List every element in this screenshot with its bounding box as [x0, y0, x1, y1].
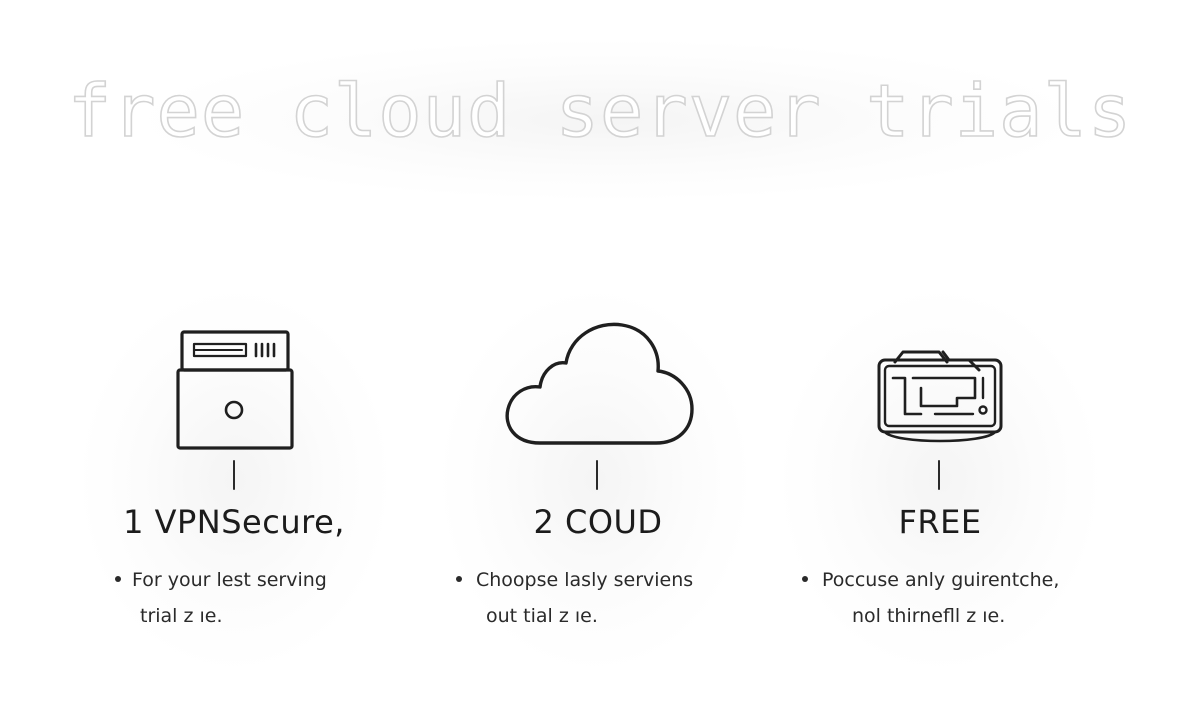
- column-3-heading: FREE: [898, 503, 982, 541]
- column-1-icon-area: [64, 300, 404, 450]
- feature-column-1: 1 VPNSecure, For your lest serving trial…: [64, 300, 404, 660]
- column-1-line-1: For your lest serving: [132, 569, 327, 591]
- column-2-icon-area: [428, 300, 768, 450]
- title-glow: [140, 40, 1080, 200]
- column-3-connector: [938, 460, 940, 490]
- column-3-icon-area: [770, 300, 1110, 450]
- server-icon: [176, 330, 294, 450]
- column-2-line-2: out tial z ıe.: [486, 605, 598, 627]
- storage-drive-icon: [877, 350, 1003, 443]
- column-2-connector: [596, 460, 598, 490]
- bullet-icon: [802, 576, 808, 582]
- column-2-glow: [440, 290, 750, 670]
- feature-column-3: FREE Poccuse anly guirentche, nol thirne…: [770, 300, 1110, 660]
- column-3-line-2: nol thirnefll z ıe.: [852, 605, 1006, 627]
- feature-column-2: 2 COUD Choopse lasly serviens out tial z…: [428, 300, 768, 660]
- column-1-heading: 1 VPNSecure,: [123, 503, 345, 541]
- column-3-line-1: Poccuse anly guirentche,: [822, 569, 1060, 591]
- bullet-icon: [115, 576, 121, 582]
- cloud-icon: [505, 322, 694, 445]
- column-1-connector: [233, 460, 235, 490]
- column-2-line-1: Choopse lasly serviens: [476, 569, 694, 591]
- column-2-heading: 2 COUD: [533, 503, 663, 541]
- column-1-line-2: trial z ıe.: [140, 605, 223, 627]
- column-1-glow: [80, 290, 390, 670]
- bullet-icon: [456, 576, 462, 582]
- page-title: free cloud server trials: [67, 69, 1133, 153]
